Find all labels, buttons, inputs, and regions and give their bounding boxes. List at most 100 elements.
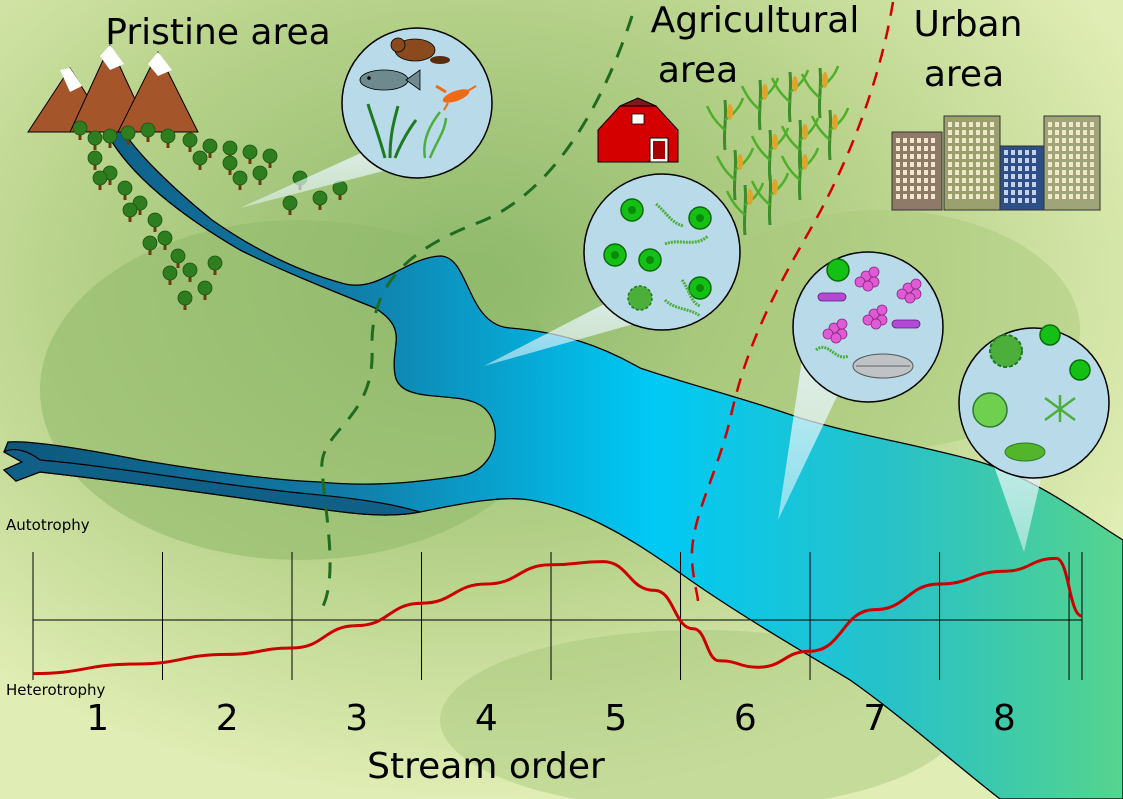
building-window (1025, 198, 1029, 203)
filamentous-algae-icon (663, 298, 701, 318)
building-window (1083, 122, 1087, 127)
building-window (1025, 158, 1029, 163)
building-window (1048, 194, 1052, 199)
building-window (1025, 190, 1029, 195)
corn-leaf (715, 147, 755, 181)
building-window (990, 170, 994, 175)
building-window (896, 146, 900, 151)
building-window (1055, 154, 1059, 159)
corn-leaf (750, 172, 790, 206)
urban-area-label: Urban (914, 4, 1023, 45)
building-window (1004, 174, 1008, 179)
building-window (1062, 146, 1066, 151)
algae-nucleus (611, 251, 619, 259)
building-window (990, 186, 994, 191)
corn-cob (792, 76, 798, 92)
building-window (1011, 190, 1015, 195)
diatom-icon (989, 334, 1023, 368)
building-window (1076, 186, 1080, 191)
building-window (948, 194, 952, 199)
building-window (969, 138, 973, 143)
building-window (1069, 170, 1073, 175)
building-window (955, 154, 959, 159)
building-window (1062, 130, 1066, 135)
building-window (955, 130, 959, 135)
building-window (976, 146, 980, 151)
building-window (983, 146, 987, 151)
building-window (962, 186, 966, 191)
tree-crown (170, 248, 186, 264)
urban-bubble-beam (778, 360, 840, 520)
purple-colony-icon (870, 318, 882, 330)
building-window (1083, 162, 1087, 167)
building-window (969, 178, 973, 183)
agricultural-area-label: Agricultural (651, 0, 860, 41)
building-window (990, 130, 994, 135)
building-window (910, 162, 914, 167)
pristine-life-bubble (341, 27, 493, 179)
building-window (1069, 154, 1073, 159)
building-window (990, 154, 994, 159)
tree-crown (182, 262, 198, 278)
tree-crown (157, 230, 173, 246)
building-window (1011, 174, 1015, 179)
barn-icon (597, 97, 679, 163)
building-window (1032, 190, 1036, 195)
building-window (931, 194, 935, 199)
building-window (924, 170, 928, 175)
building-window (1090, 170, 1094, 175)
building-window (917, 170, 921, 175)
urban-life-bubble (792, 251, 944, 403)
building-window (1090, 162, 1094, 167)
building-window (1062, 138, 1066, 143)
building-window (1048, 178, 1052, 183)
tree-crown (102, 128, 118, 144)
building-window (990, 162, 994, 167)
building-window (1055, 186, 1059, 191)
building-window (962, 162, 966, 167)
forest-icon (72, 120, 348, 310)
building-window (983, 170, 987, 175)
corn-stalk (797, 149, 803, 201)
building-window (1076, 178, 1080, 183)
stream-order-tick-label: 5 (604, 698, 627, 739)
building-window (976, 162, 980, 167)
agri-bubble-beam (484, 300, 655, 366)
stream-order-title: Stream order (367, 746, 605, 787)
tree-crown (72, 120, 88, 136)
building-window (917, 194, 921, 199)
building-window (1062, 154, 1066, 159)
building-window (1004, 190, 1008, 195)
building-window (1083, 146, 1087, 151)
building-window (1018, 166, 1022, 171)
tree-crown (122, 202, 138, 218)
building-window (1004, 182, 1008, 187)
building-window (917, 146, 921, 151)
purple-colony-icon (910, 278, 922, 290)
building-window (1048, 162, 1052, 167)
building-window (955, 122, 959, 127)
building-window (983, 122, 987, 127)
building-window (955, 186, 959, 191)
building-window (976, 130, 980, 135)
mountains-icon (27, 43, 199, 133)
corn-cob (802, 124, 808, 140)
building-window (924, 178, 928, 183)
building-window (917, 186, 921, 191)
tree-crown (92, 170, 108, 186)
crayfish-icon (435, 84, 477, 111)
tree-crown (232, 170, 248, 186)
tree-crown (252, 165, 268, 181)
building-window (1062, 186, 1066, 191)
building-window (910, 170, 914, 175)
building-window (1055, 146, 1059, 151)
urban-area-label-line2: area (924, 54, 1004, 95)
building-window (976, 170, 980, 175)
building-window (1076, 194, 1080, 199)
building-window (990, 122, 994, 127)
building-window (1062, 122, 1066, 127)
stream-order-tick-label: 8 (993, 698, 1016, 739)
autotrophy-label: Autotrophy (6, 516, 90, 534)
building-window (983, 138, 987, 143)
